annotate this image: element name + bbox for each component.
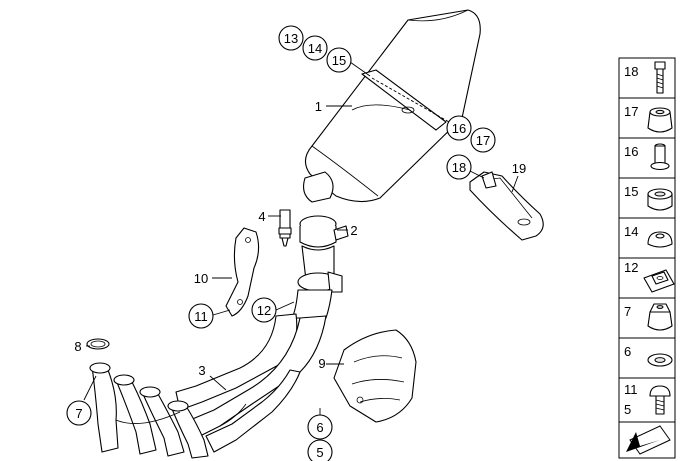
svg-text:14: 14 [308, 41, 322, 56]
exhaust-manifold-part-3[interactable] [89, 313, 327, 459]
callout-4: 4 [258, 209, 265, 224]
damper-icon [647, 231, 673, 248]
svg-text:18: 18 [624, 64, 638, 79]
svg-text:3: 3 [198, 363, 205, 378]
svg-text:6: 6 [316, 420, 323, 435]
bracket-part-19[interactable] [469, 171, 544, 241]
callout-3: 3 [198, 363, 205, 378]
svg-text:16: 16 [624, 144, 638, 159]
callout-8: 8 [74, 339, 81, 354]
legend-item-15[interactable]: 15 [624, 184, 673, 211]
svg-text:4: 4 [258, 209, 265, 224]
callout-2: 2 [350, 223, 357, 238]
svg-text:5: 5 [624, 402, 631, 417]
washer-icon [647, 353, 673, 367]
svg-text:11: 11 [624, 382, 638, 397]
callout-7: 7 [66, 400, 92, 426]
callout-18: 18 [446, 154, 472, 180]
svg-text:19: 19 [512, 161, 526, 176]
bolt-icon [649, 385, 671, 415]
muffler-part-1[interactable] [303, 9, 481, 203]
legend-item-6[interactable]: 6 [624, 344, 673, 367]
svg-text:14: 14 [624, 224, 638, 239]
svg-text:12: 12 [624, 260, 638, 275]
callout-9: 9 [318, 356, 325, 371]
rubber-mount-icon [647, 188, 673, 211]
svg-text:2: 2 [350, 223, 357, 238]
svg-text:1: 1 [315, 99, 322, 114]
svg-text:5: 5 [316, 445, 323, 460]
svg-text:17: 17 [476, 133, 490, 148]
callout-6: 6 [307, 414, 333, 440]
gasket-part-8[interactable] [86, 338, 110, 350]
svg-text:15: 15 [624, 184, 638, 199]
callout-17: 17 [470, 127, 496, 153]
callout-11: 11 [188, 303, 214, 329]
svg-text:7: 7 [624, 304, 631, 319]
heat-shield-part-9[interactable] [333, 329, 417, 423]
oxygen-sensor-part-4[interactable] [278, 209, 292, 247]
nut-icon [647, 303, 673, 331]
svg-text:11: 11 [194, 309, 208, 324]
clamp-part-2[interactable] [299, 215, 349, 248]
svg-text:6: 6 [624, 344, 631, 359]
legend-item-18[interactable]: 18 [624, 61, 666, 94]
connection-pipe[interactable] [291, 245, 343, 319]
parts-legend: 18 17 16 15 [618, 57, 676, 459]
heat-shield-part-10[interactable] [225, 227, 260, 317]
legend-item-14[interactable]: 14 [624, 224, 673, 248]
svg-text:15: 15 [332, 53, 346, 68]
callout-16: 16 [446, 115, 472, 141]
callout-13: 13 [278, 25, 304, 51]
svg-text:10: 10 [194, 271, 208, 286]
callout-5: 5 [307, 439, 333, 461]
callout-10: 10 [194, 271, 208, 286]
leader-lines [83, 61, 519, 420]
svg-text:8: 8 [74, 339, 81, 354]
legend-item-12[interactable]: 12 [624, 260, 675, 293]
callout-15: 15 [326, 47, 352, 73]
legend-item-17[interactable]: 17 [624, 104, 673, 133]
clip-nut-icon [643, 269, 675, 293]
rubber-grommet-icon [647, 107, 673, 133]
callout-1: 1 [315, 99, 322, 114]
svg-text:16: 16 [452, 121, 466, 136]
legend-item-5[interactable]: 5 [624, 385, 671, 417]
legend-item-16[interactable]: 16 [624, 143, 670, 171]
svg-text:17: 17 [624, 104, 638, 119]
svg-text:9: 9 [318, 356, 325, 371]
svg-text:13: 13 [284, 31, 298, 46]
svg-text:18: 18 [452, 160, 466, 175]
legend-item-7[interactable]: 7 [624, 303, 673, 331]
callout-12: 12 [251, 297, 277, 323]
bushing-icon [650, 143, 670, 171]
svg-text:12: 12 [257, 303, 271, 318]
legend-item-11[interactable]: 11 [624, 382, 638, 397]
svg-text:7: 7 [75, 406, 82, 421]
callout-19: 19 [512, 161, 526, 176]
callout-14: 14 [302, 35, 328, 61]
screw-icon [654, 61, 666, 94]
view-direction-arrow-icon [626, 425, 671, 455]
